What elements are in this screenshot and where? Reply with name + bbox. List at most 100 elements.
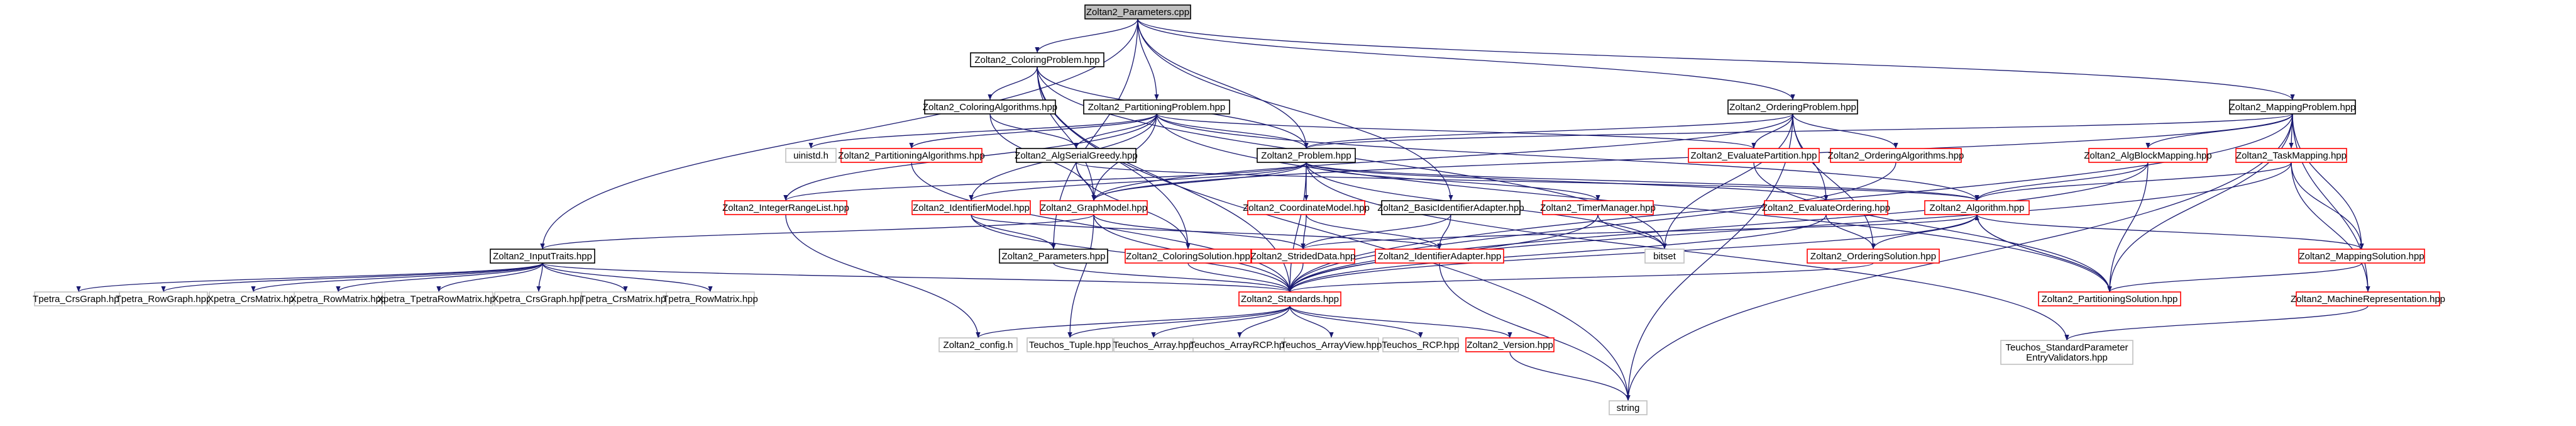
- edge-n0-n4: [1137, 18, 2295, 101]
- node-zoltan2-evaluatepartition-hpp[interactable]: Zoltan2_EvaluatePartition.hpp: [1688, 148, 1820, 163]
- node-zoltan2-partitioningsolution-hpp[interactable]: Zoltan2_PartitioningSolution.hpp: [2038, 291, 2181, 306]
- edge-n6-n20: [1306, 162, 1829, 201]
- edge-n18-n26: [1437, 214, 1451, 250]
- node-box: [999, 249, 1108, 264]
- node-box: [294, 291, 383, 306]
- node-label: Zoltan2_Parameters.hpp: [1001, 251, 1105, 262]
- node-teuchos-array-hpp: Teuchos_Array.hpp: [1113, 337, 1194, 352]
- edge-n12-n21: [1974, 162, 2149, 201]
- edge-n20-n38: [1287, 214, 1827, 293]
- node-zoltan2-machinerepresentation-hpp[interactable]: Zoltan2_MachineRepresentation.hpp: [2291, 291, 2445, 306]
- node-label: Zoltan2_EvaluateOrdering.hpp: [1762, 203, 1890, 213]
- edge-n13-n21: [1974, 162, 2292, 201]
- edge-n2-n10: [1156, 113, 1756, 149]
- node-label: Zoltan2_AlgBlockMapping.hpp: [2084, 150, 2211, 161]
- node-zoltan2-evaluateordering-hpp[interactable]: Zoltan2_EvaluateOrdering.hpp: [1762, 200, 1890, 215]
- node-box: [1238, 291, 1341, 306]
- edge-n6-n16: [1091, 162, 1307, 201]
- node-zoltan2-integerrangelist-hpp[interactable]: Zoltan2_IntegerRangeList.hpp: [722, 200, 849, 215]
- edge-n10-n39: [1753, 162, 2112, 293]
- node-zoltan2-orderingalgorithms-hpp[interactable]: Zoltan2_OrderingAlgorithms.hpp: [1828, 148, 1964, 163]
- node-zoltan2-algserialgreedy-hpp[interactable]: Zoltan2_AlgSerialGreedy.hpp: [1015, 148, 1138, 163]
- node-label: Zoltan2_AlgSerialGreedy.hpp: [1015, 150, 1138, 161]
- node-tpetra-rowgraph-hpp: Tpetra_RowGraph.hpp: [116, 291, 211, 306]
- node-zoltan2-mappingsolution-hpp[interactable]: Zoltan2_MappingSolution.hpp: [2298, 249, 2425, 264]
- node-box: [1609, 400, 1648, 415]
- node-label: Teuchos_ArrayView.hpp: [1281, 340, 1382, 350]
- edge-n18-n25: [1301, 214, 1451, 250]
- node-label: Zoltan2_IdentifierModel.hpp: [913, 203, 1030, 213]
- node-zoltan2-strideddata-hpp[interactable]: Zoltan2_StridedData.hpp: [1251, 249, 1356, 264]
- node-zoltan2-timermanager-hpp[interactable]: Zoltan2_TimerManager.hpp: [1540, 200, 1656, 215]
- node-box: [2296, 291, 2440, 306]
- node-box: [1727, 99, 1858, 115]
- node-zoltan2-version-hpp[interactable]: Zoltan2_Version.hpp: [1465, 337, 1555, 352]
- edge-n8-n38: [911, 162, 1292, 293]
- node-box: [724, 200, 847, 215]
- node-zoltan2-coloringsolution-hpp[interactable]: Zoltan2_ColoringSolution.hpp: [1125, 249, 1252, 264]
- node-zoltan2-inputtraits-hpp[interactable]: Zoltan2_InputTraits.hpp: [490, 249, 595, 264]
- node-zoltan2-identifieradapter-hpp[interactable]: Zoltan2_IdentifierAdapter.hpp: [1375, 249, 1504, 264]
- node-label: Zoltan2_ColoringProblem.hpp: [974, 55, 1099, 65]
- edge-n1-n49: [1037, 66, 1631, 401]
- node-label: Teuchos_Tuple.hpp: [1029, 340, 1111, 350]
- edge-n21-n29: [1976, 214, 2364, 250]
- node-box: [2235, 148, 2347, 163]
- node-label: Zoltan2_OrderingSolution.hpp: [1810, 251, 1936, 262]
- node-box: [2000, 340, 2133, 365]
- node-label: Zoltan2_TaskMapping.hpp: [2236, 150, 2347, 161]
- node-zoltan2-graphmodel-hpp[interactable]: Zoltan2_GraphModel.hpp: [1040, 200, 1148, 215]
- node-label: Xpetra_RowMatrix.hpp: [290, 294, 387, 305]
- node-zoltan2-algblockmapping-hpp[interactable]: Zoltan2_AlgBlockMapping.hpp: [2084, 148, 2212, 163]
- node-label: EntryValidators.hpp: [2026, 352, 2108, 363]
- node-label: Teuchos_StandardParameter: [2005, 342, 2128, 353]
- node-zoltan2-taskmapping-hpp[interactable]: Zoltan2_TaskMapping.hpp: [2235, 148, 2347, 163]
- node-label: Zoltan2_IdentifierAdapter.hpp: [1378, 251, 1502, 262]
- node-zoltan2-standards-hpp[interactable]: Zoltan2_Standards.hpp: [1238, 291, 1341, 306]
- node-label: Zoltan2_ColoringAlgorithms.hpp: [923, 102, 1057, 113]
- node-box: [1542, 200, 1654, 215]
- node-zoltan2-partitioningalgorithms-hpp[interactable]: Zoltan2_PartitioningAlgorithms.hpp: [838, 148, 985, 163]
- node-teuchos-rcp-hpp: Teuchos_RCP.hpp: [1382, 337, 1460, 352]
- edge-n17-n26: [1306, 214, 1442, 250]
- node-zoltan2-orderingsolution-hpp[interactable]: Zoltan2_OrderingSolution.hpp: [1807, 249, 1940, 264]
- edge-n23-n38: [1053, 262, 1292, 293]
- node-label: Zoltan2_PartitioningSolution.hpp: [2042, 294, 2178, 305]
- node-zoltan2-problem-hpp[interactable]: Zoltan2_Problem.hpp: [1257, 148, 1356, 163]
- edge-n21-n38: [1287, 214, 1978, 293]
- node-label: Zoltan2_EvaluatePartition.hpp: [1691, 150, 1817, 161]
- node-box: [1247, 200, 1365, 215]
- node-zoltan2-algorithm-hpp[interactable]: Zoltan2_Algorithm.hpp: [1924, 200, 2030, 215]
- node-zoltan2-coloringalgorithms-hpp[interactable]: Zoltan2_ColoringAlgorithms.hpp: [923, 99, 1057, 115]
- node-label: Zoltan2_StridedData.hpp: [1251, 251, 1356, 262]
- node-box: [924, 99, 1056, 115]
- node-zoltan2-orderingproblem-hpp[interactable]: Zoltan2_OrderingProblem.hpp: [1727, 99, 1858, 115]
- edge-n3-n6: [1304, 113, 1793, 149]
- node-zoltan2-mappingproblem-hpp[interactable]: Zoltan2_MappingProblem.hpp: [2229, 99, 2356, 115]
- node-zoltan2-partitioningproblem-hpp[interactable]: Zoltan2_PartitioningProblem.hpp: [1083, 99, 1230, 115]
- node-zoltan2-coloringproblem-hpp[interactable]: Zoltan2_ColoringProblem.hpp: [970, 52, 1104, 67]
- node-label: Teuchos_Array.hpp: [1113, 340, 1194, 350]
- node-zoltan2-basicidentifieradapter-hpp[interactable]: Zoltan2_BasicIdentifierAdapter.hpp: [1377, 200, 1524, 215]
- edge-n22-n35: [536, 262, 543, 293]
- node-label: Zoltan2_GraphModel.hpp: [1040, 203, 1147, 213]
- node-box: [490, 249, 595, 264]
- node-tpetra-crsmatrix-hpp: Tpetra_CrsMatrix.hpp: [580, 291, 671, 306]
- node-zoltan2-identifiermodel-hpp[interactable]: Zoltan2_IdentifierModel.hpp: [911, 200, 1031, 215]
- node-box: [1016, 148, 1137, 163]
- node-box: [911, 200, 1031, 215]
- node-box: [1040, 200, 1148, 215]
- edge-n11-n38: [1287, 162, 1896, 293]
- node-label: Zoltan2_Version.hpp: [1467, 340, 1553, 350]
- node-box: [1644, 249, 1685, 264]
- edge-n13-n29: [2291, 162, 2364, 250]
- edge-n22-n36: [542, 262, 628, 293]
- node-zoltan2-parameters-cpp[interactable]: Zoltan2_Parameters.cpp: [1084, 4, 1191, 20]
- node-zoltan2-parameters-hpp[interactable]: Zoltan2_Parameters.hpp: [999, 249, 1108, 264]
- node-box: [1027, 337, 1113, 352]
- node-label: uinistd.h: [793, 150, 828, 161]
- node-box: [2038, 291, 2181, 306]
- edge-n29-n39: [2107, 262, 2362, 293]
- node-label: Tpetra_CrsMatrix.hpp: [580, 294, 671, 305]
- node-zoltan2-coordinatemodel-hpp[interactable]: Zoltan2_CoordinateModel.hpp: [1243, 200, 1370, 215]
